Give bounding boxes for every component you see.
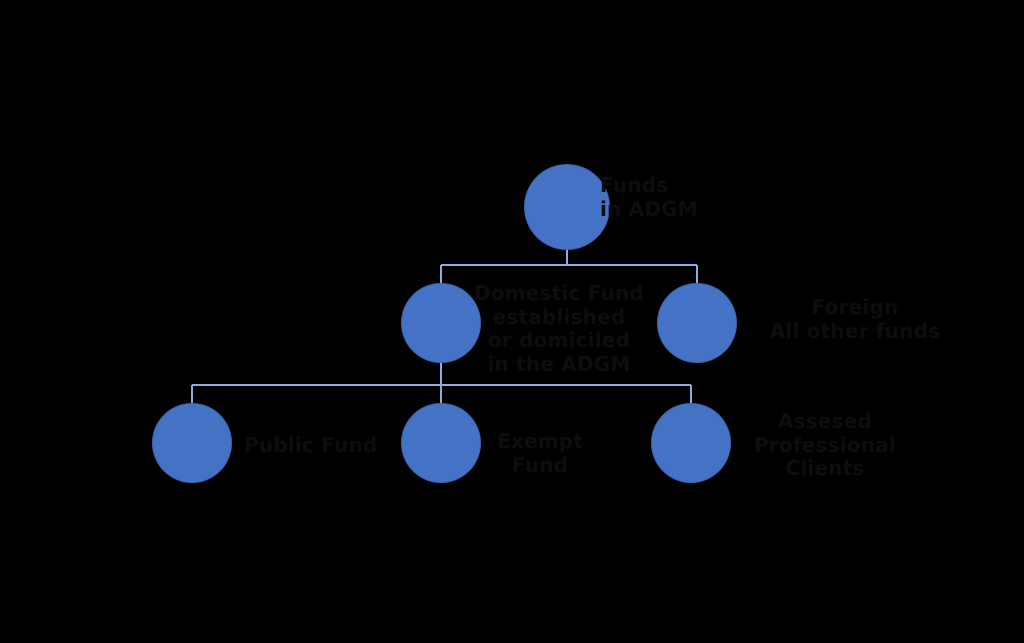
node-circle-funds-in-adgm[interactable] — [524, 164, 610, 250]
node-circle-assessed-professional-clients[interactable] — [651, 403, 731, 483]
node-circle-exempt-fund[interactable] — [401, 403, 481, 483]
node-circle-foreign[interactable] — [657, 283, 737, 363]
node-circle-public-fund[interactable] — [152, 403, 232, 483]
node-circle-domestic-fund[interactable] — [401, 283, 481, 363]
